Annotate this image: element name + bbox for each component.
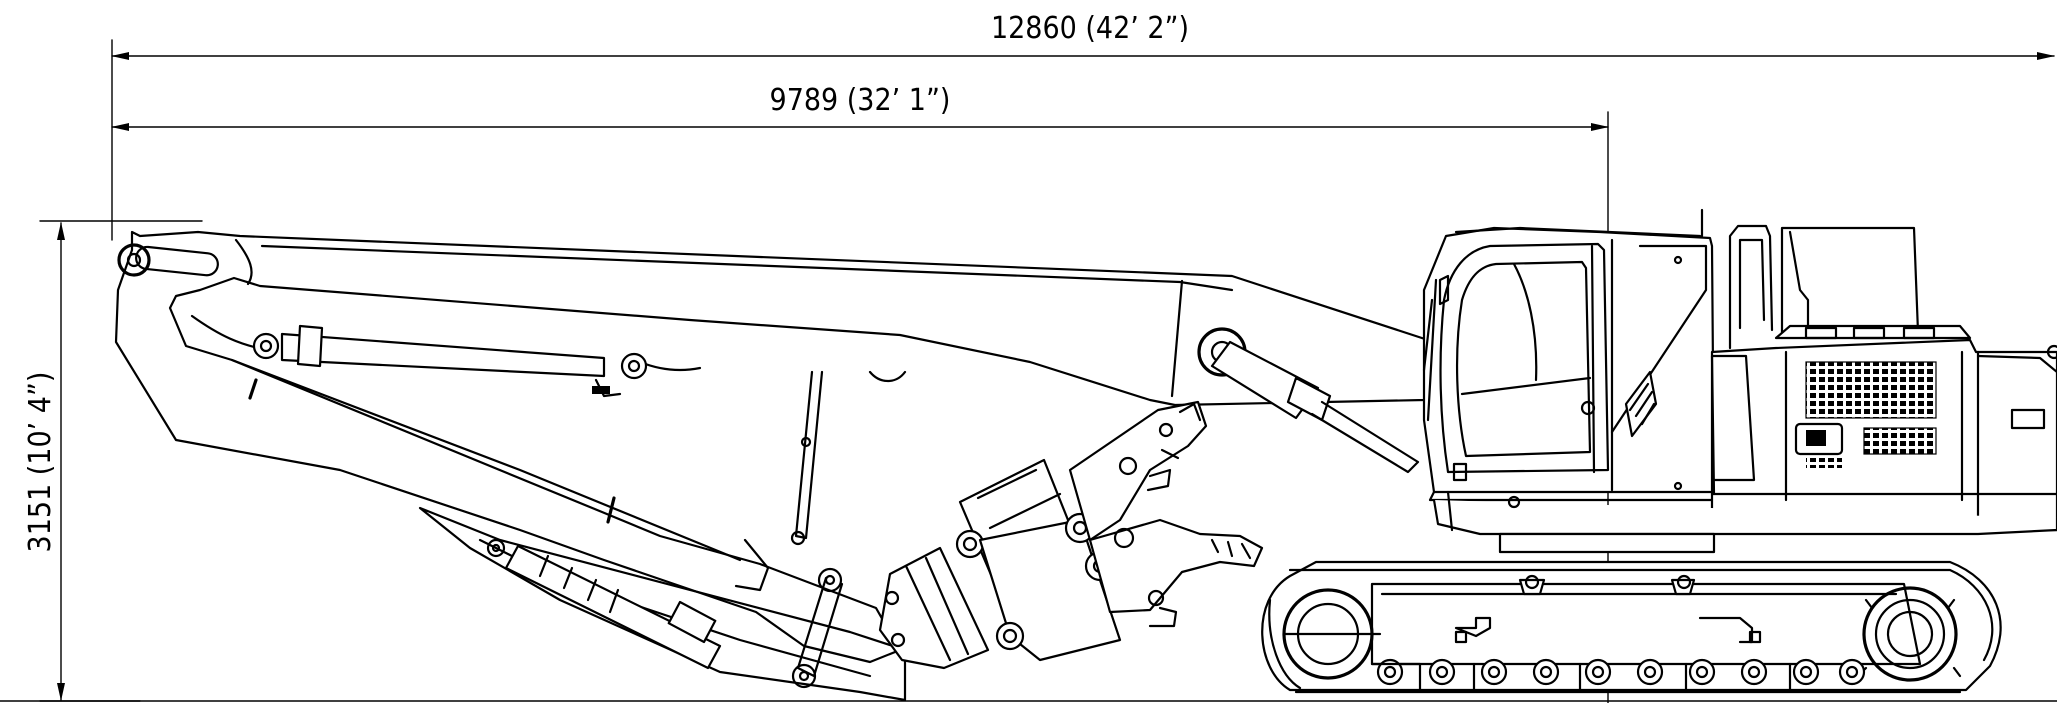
overall-length-dimension: 12860 (42’ 2”) xyxy=(111,11,2055,241)
height-label: 3151 (10’ 4”) xyxy=(23,372,58,553)
demolition-shear xyxy=(878,400,1264,670)
undercarriage xyxy=(1261,532,2002,694)
bucket-cylinder xyxy=(486,538,722,670)
cab xyxy=(1422,208,1716,494)
reach-label: 9789 (32’ 1”) xyxy=(770,83,951,118)
upper-structure xyxy=(1428,224,2057,536)
boom xyxy=(114,230,1430,664)
boom-lift-cylinder xyxy=(1210,340,1420,474)
reach-dimension: 9789 (32’ 1”) xyxy=(111,83,1609,703)
arm xyxy=(418,506,907,702)
height-dimension: 3151 (10’ 4”) xyxy=(23,220,203,702)
boom-brace xyxy=(790,370,824,546)
arm-cylinder xyxy=(252,324,648,398)
track-rollers xyxy=(1376,658,1866,686)
overall-length-label: 12860 (42’ 2”) xyxy=(991,11,1189,46)
